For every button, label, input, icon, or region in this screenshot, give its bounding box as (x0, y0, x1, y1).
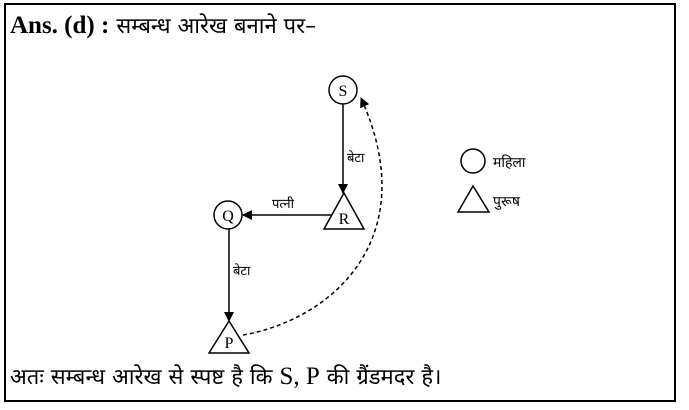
edge-q-p-label: बेटा (233, 263, 251, 279)
legend: महिला पुरूष (456, 148, 526, 213)
legend-female-label: महिला (493, 154, 526, 171)
female-circle-icon (213, 200, 243, 230)
node-q-label: Q (222, 208, 234, 225)
answer-box (4, 3, 676, 402)
node-p: P (207, 319, 251, 354)
legend-male-triangle-icon (456, 184, 491, 213)
answer-option-label: Ans. (d) : (10, 12, 110, 39)
male-triangle-icon (322, 191, 366, 230)
node-q: Q (213, 200, 243, 230)
legend-male-label: पुरूष (493, 194, 521, 210)
edge-p-s-dashed (242, 97, 383, 336)
conclusion-part-2: की ग्रैंडमदर है। (319, 365, 442, 390)
node-s-label: S (339, 83, 348, 100)
node-r-label: R (339, 211, 350, 228)
edge-s-r-label: बेटा (347, 150, 365, 166)
conclusion-names: S, P (279, 363, 320, 390)
edge-r-q-label: पत्नी (272, 196, 295, 212)
answer-heading: Ans. (d) : सम्बन्ध आरेख बनाने पर– (10, 10, 316, 43)
node-s: S (328, 75, 358, 105)
node-r: R (322, 191, 366, 230)
heading-text: सम्बन्ध आरेख बनाने पर– (109, 14, 317, 39)
node-p-label: P (225, 335, 234, 352)
conclusion-text: अतः सम्बन्ध आरेख से स्पष्ट है कि S, P की… (10, 360, 441, 395)
conclusion-part-1: अतः सम्बन्ध आरेख से स्पष्ट है कि (10, 365, 280, 390)
male-triangle-icon (207, 319, 251, 354)
legend-female-circle-icon (460, 148, 486, 174)
